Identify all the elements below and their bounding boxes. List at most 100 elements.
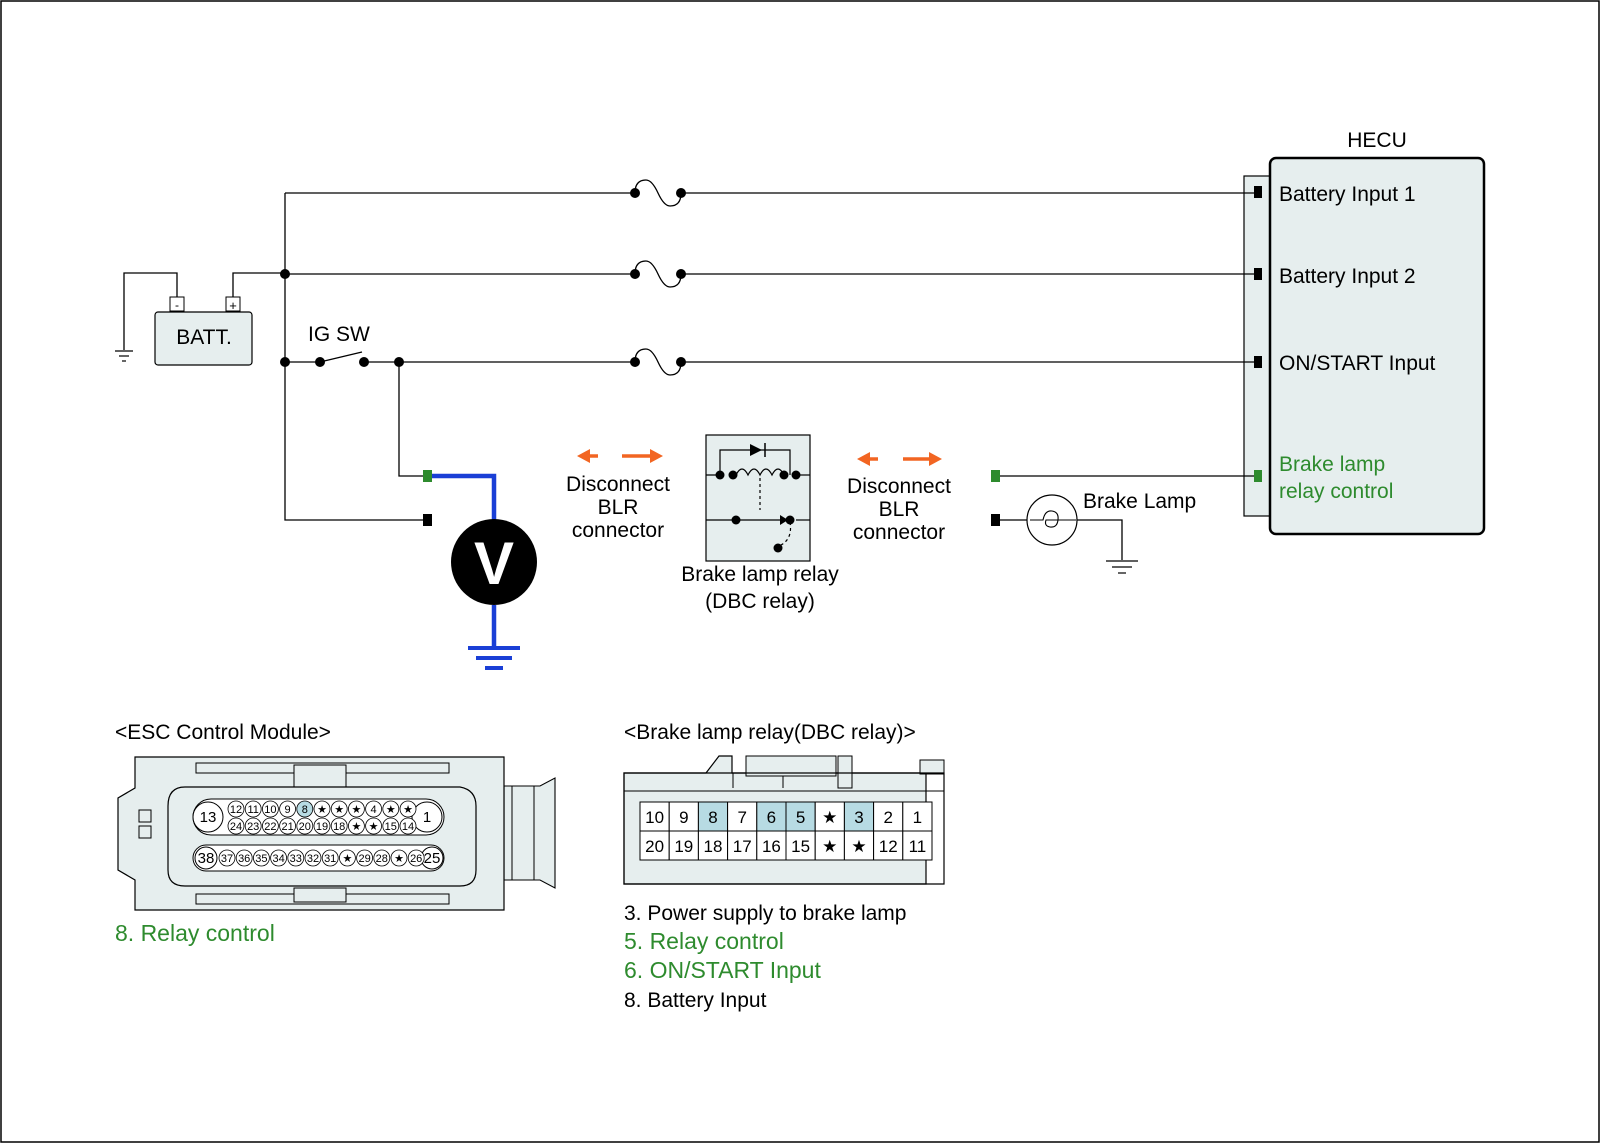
esc-pin <box>347 800 365 818</box>
esc-pin <box>304 849 322 867</box>
esc-pin-label: 26 <box>410 853 422 865</box>
esc-connector-drawing <box>117 756 556 911</box>
esc-pin-large <box>192 801 224 833</box>
disconnect-left-line3: connector <box>572 519 664 542</box>
brake-lamp-relay <box>705 434 811 562</box>
relay-pin-label: 19 <box>674 837 693 856</box>
esc-module-note: 8. Relay control <box>115 920 275 946</box>
relay-pin-cell <box>902 830 933 861</box>
esc-pin <box>261 817 279 835</box>
esc-pin-label: ★ <box>334 804 344 816</box>
esc-pin <box>313 817 331 835</box>
esc-pin-large <box>194 846 218 870</box>
esc-pin-label: 1 <box>423 809 431 826</box>
esc-pin <box>330 800 348 818</box>
esc-pin-label: 31 <box>324 853 336 865</box>
relay-pin-cell <box>814 801 845 832</box>
relay-pin-label: 8 <box>708 808 717 827</box>
esc-pin-label: 14 <box>402 821 414 833</box>
esc-pin-label: 8 <box>302 804 308 816</box>
ig-switch-label: IG SW <box>308 323 370 346</box>
esc-pin-label: ★ <box>403 804 413 816</box>
esc-pin-label: 33 <box>290 853 302 865</box>
junction-dots <box>280 188 686 367</box>
relay-pin-label: 15 <box>791 837 810 856</box>
relay-pin-label: 11 <box>909 837 927 856</box>
esc-pin <box>313 800 331 818</box>
ground-icon <box>468 646 520 670</box>
relay-caption-line2: (DBC relay) <box>705 590 815 613</box>
relay-pin-label: 3 <box>854 808 863 827</box>
battery-pos-label: + <box>229 298 237 313</box>
battery-label: BATT. <box>176 326 232 349</box>
hecu-pin-brake-lamp-relay-control-line2: relay control <box>1279 480 1393 503</box>
esc-pin-label: ★ <box>386 804 396 816</box>
esc-pin <box>407 849 425 867</box>
voltmeter: V <box>451 519 537 605</box>
esc-pin-label: 15 <box>385 821 397 833</box>
relay-pin-label: 17 <box>733 837 752 856</box>
esc-pin <box>261 800 279 818</box>
esc-pin-label: 4 <box>371 804 377 816</box>
relay-pin-label: 5 <box>796 808 805 827</box>
relay-note: 5. Relay control <box>624 928 784 954</box>
relay-pin-cell <box>697 801 729 832</box>
blr-connector-left-bottom <box>423 514 432 526</box>
esc-pin-label: 37 <box>221 853 233 865</box>
relay-pin-cell <box>785 801 816 832</box>
relay-caption-line1: Brake lamp relay <box>681 563 839 586</box>
relay-pin-label: ★ <box>822 808 837 827</box>
esc-pin <box>279 800 297 818</box>
esc-pin-label: 32 <box>307 853 319 865</box>
esc-pin <box>382 817 400 835</box>
esc-pin <box>270 849 288 867</box>
relay-pin-label: ★ <box>851 837 866 856</box>
relay-pin-label: 2 <box>883 808 892 827</box>
relay-pin-cell <box>756 801 787 832</box>
brake-lamp-label: Brake Lamp <box>1083 490 1196 513</box>
esc-pin-label: 38 <box>198 850 215 867</box>
relay-pin-label: ★ <box>822 837 837 856</box>
esc-pin <box>373 849 391 867</box>
battery-neg-label: - <box>175 298 179 312</box>
relay-pin-cell <box>639 801 670 832</box>
fuse-3 <box>634 348 682 376</box>
esc-pin-large <box>411 801 443 833</box>
esc-pin <box>296 817 314 835</box>
esc-pin <box>244 817 262 835</box>
relay-pin-label: 9 <box>679 808 688 827</box>
esc-pin <box>382 800 400 818</box>
relay-note: 8. Battery Input <box>624 989 767 1012</box>
fuse-2 <box>634 260 682 288</box>
esc-pin <box>279 817 297 835</box>
esc-pin <box>227 817 245 835</box>
relay-pin-label: 20 <box>645 837 664 856</box>
esc-pin-label: 10 <box>264 804 276 816</box>
esc-pin <box>365 800 383 818</box>
esc-pin-label: 34 <box>272 853 284 865</box>
esc-pin <box>227 800 245 818</box>
esc-pin <box>356 849 374 867</box>
esc-pin <box>338 849 356 867</box>
disconnect-left-line2: BLR <box>598 496 639 519</box>
hecu-terminal-4 <box>1254 470 1262 482</box>
hecu-pin-battery-input-1: Battery Input 1 <box>1279 183 1416 206</box>
esc-pin <box>399 800 417 818</box>
hecu-terminal-3 <box>1254 356 1262 368</box>
esc-pin-label: 20 <box>299 821 311 833</box>
relay-connector-title: <Brake lamp relay(DBC relay)> <box>624 721 916 744</box>
esc-pin-label: ★ <box>351 804 361 816</box>
disconnect-arrow-right <box>857 452 942 466</box>
hecu-terminal-2 <box>1254 268 1262 280</box>
esc-pin <box>218 849 236 867</box>
esc-pin <box>399 817 417 835</box>
blr-connector-left-top <box>423 470 432 482</box>
relay-pin-label: 16 <box>762 837 781 856</box>
esc-pin-label: 28 <box>376 853 388 865</box>
relay-pin-label: 6 <box>767 808 776 827</box>
wires <box>123 192 1254 560</box>
disconnect-right-line2: BLR <box>879 498 920 521</box>
blr-connector-right-bottom <box>991 514 1000 526</box>
esc-pin <box>365 817 383 835</box>
esc-pin-label: 29 <box>358 853 370 865</box>
